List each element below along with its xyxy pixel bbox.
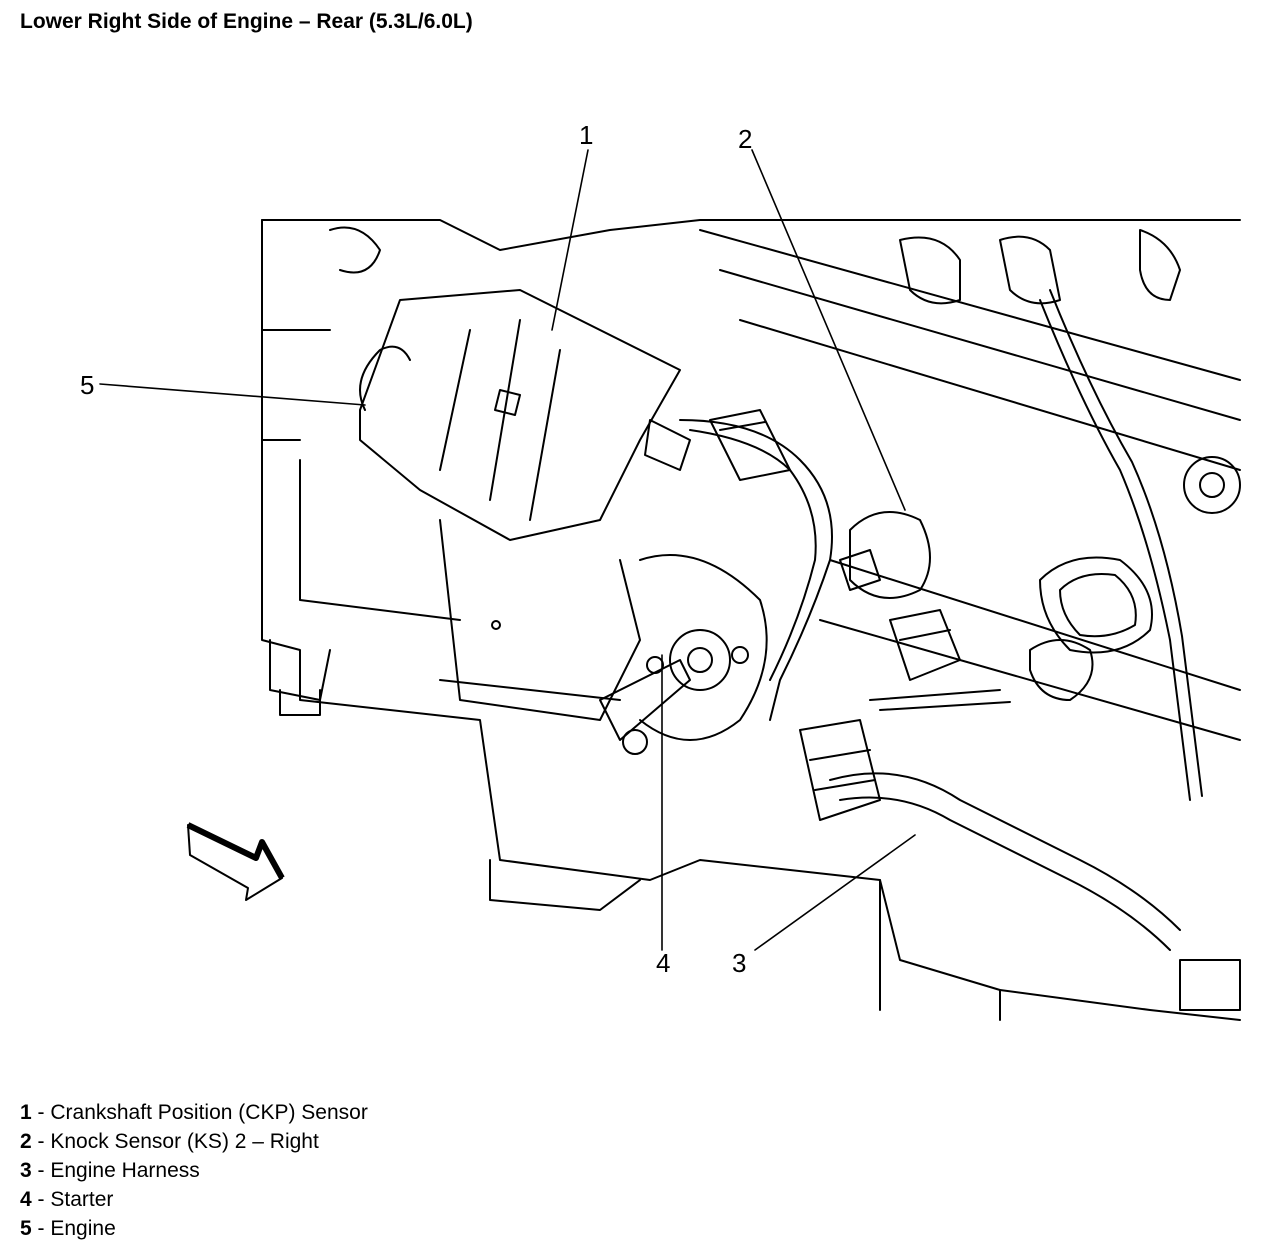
legend-separator: -	[31, 1130, 51, 1153]
engine-block	[261, 219, 1241, 1021]
callout-label-1: 1	[579, 120, 594, 150]
legend-separator: -	[31, 1217, 51, 1240]
callout-label-2: 2	[738, 124, 753, 154]
legend-separator: -	[31, 1159, 51, 1182]
ckp-connector	[644, 409, 791, 481]
legend-label: Engine	[50, 1217, 116, 1240]
legend-number: 2	[20, 1130, 32, 1153]
starter-motor	[359, 289, 768, 755]
legend-number: 5	[20, 1217, 32, 1240]
page-title: Lower Right Side of Engine – Rear (5.3L/…	[20, 10, 473, 33]
legend-item: 4 - Starter	[20, 1185, 368, 1214]
legend-number: 4	[20, 1188, 32, 1211]
legend-item: 5 - Engine	[20, 1214, 368, 1243]
legend-label: Crankshaft Position (CKP) Sensor	[50, 1101, 368, 1124]
legend-item: 1 - Crankshaft Position (CKP) Sensor	[20, 1098, 368, 1127]
legend-item: 2 - Knock Sensor (KS) 2 – Right	[20, 1127, 368, 1156]
legend-number: 3	[20, 1159, 32, 1182]
callout-label-4: 4	[656, 948, 671, 978]
legend-separator: -	[31, 1101, 51, 1124]
leader-lines	[99, 149, 916, 951]
legend-label: Engine Harness	[50, 1159, 200, 1182]
legend: 1 - Crankshaft Position (CKP) Sensor 2 -…	[20, 1098, 368, 1243]
forward-arrow-icon	[186, 822, 285, 901]
legend-label: Knock Sensor (KS) 2 – Right	[50, 1130, 319, 1153]
legend-number: 1	[20, 1101, 32, 1124]
knock-sensor-body	[839, 511, 961, 681]
legend-item: 3 - Engine Harness	[20, 1156, 368, 1185]
legend-label: Starter	[50, 1188, 114, 1211]
harness-connector	[799, 719, 881, 821]
engine-illustration	[99, 149, 1241, 1021]
engine-harness	[679, 289, 1203, 951]
callout-label-3: 3	[732, 948, 747, 978]
callout-label-5: 5	[80, 370, 95, 400]
legend-separator: -	[31, 1188, 51, 1211]
